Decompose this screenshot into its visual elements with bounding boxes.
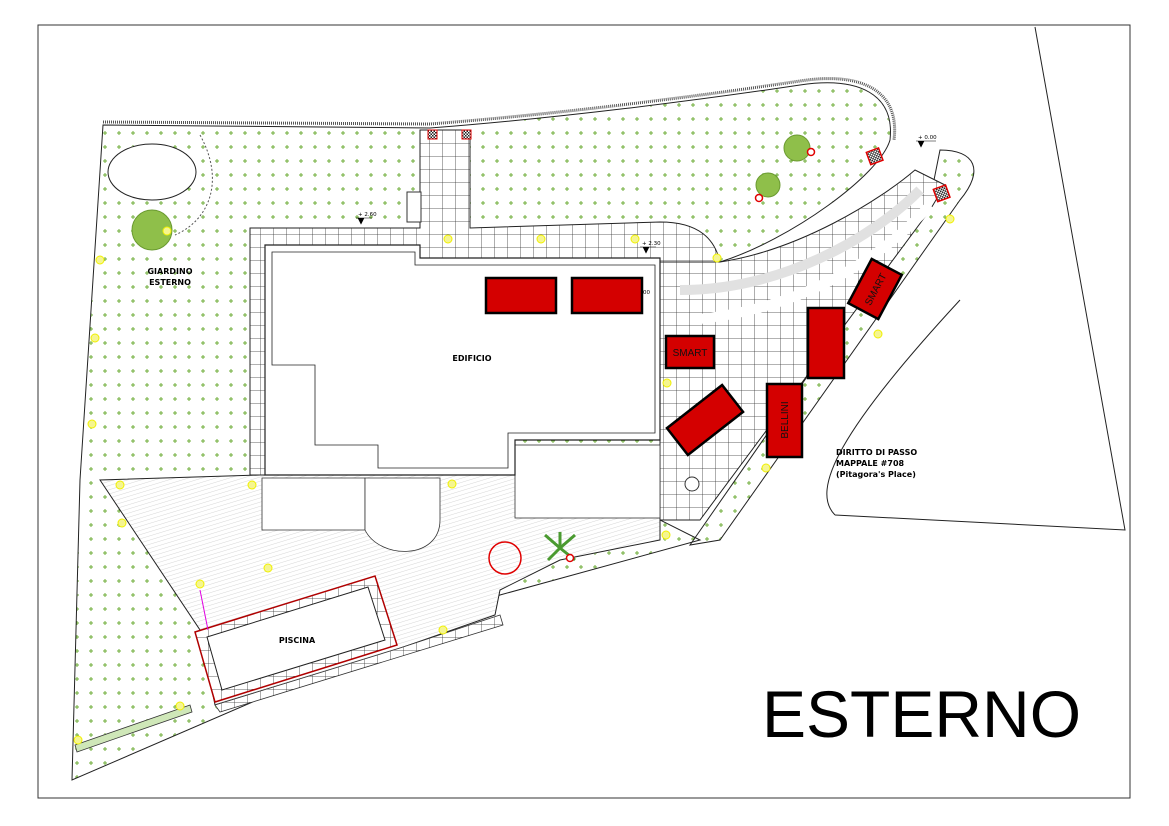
terrace-left <box>261 477 366 531</box>
tree-icon <box>783 134 811 162</box>
lamp-icon <box>247 480 257 490</box>
tree-icon <box>131 209 173 251</box>
car-label: SMART <box>673 348 708 359</box>
car-smart-1[interactable]: SMART <box>664 334 716 370</box>
mailbox-icon <box>684 476 700 492</box>
drawing-frame <box>37 24 1131 799</box>
bench <box>406 191 422 223</box>
gate-pillar <box>932 184 951 203</box>
gate-pillar <box>865 147 884 166</box>
lamp-icon <box>87 419 97 429</box>
lamp-icon <box>447 479 457 489</box>
car-smart-2[interactable]: SMART <box>846 257 904 321</box>
car-4[interactable] <box>665 383 745 457</box>
lamp-icon <box>117 518 127 528</box>
terrace-round <box>364 477 441 552</box>
car-bellini[interactable]: BELLINI <box>765 382 804 459</box>
svg-text:+ 2.30: + 2.30 <box>642 241 661 247</box>
pond-path <box>174 134 213 236</box>
lamp-icon <box>263 563 273 573</box>
car-label: BELLINI <box>780 401 791 438</box>
svg-text:+ 2.60: + 2.60 <box>358 212 377 218</box>
pool[interactable] <box>206 586 386 691</box>
top-wall <box>102 77 897 141</box>
lamp-icon <box>873 329 883 339</box>
lamp-icon <box>443 234 453 244</box>
lamp-icon <box>536 234 546 244</box>
lamp-icon <box>945 214 955 224</box>
driveway-curve-1 <box>679 186 924 295</box>
level-marker-partial: 00 <box>643 290 650 296</box>
lamp-icon <box>662 378 672 388</box>
level-marker: + 2.60 <box>356 212 377 225</box>
lamp-icon <box>175 701 185 711</box>
gate-pillar <box>427 129 438 140</box>
lamp-icon <box>438 625 448 635</box>
building[interactable] <box>264 244 661 476</box>
lamp-icon <box>90 333 100 343</box>
svg-text:+ 0.00: + 0.00 <box>918 135 937 141</box>
lamp-icon <box>73 735 83 745</box>
palm-icon <box>544 532 576 562</box>
lamp-icon <box>162 226 172 236</box>
red-marker-icon <box>754 193 764 203</box>
lamp-icon <box>661 530 671 540</box>
car-6[interactable] <box>806 306 846 380</box>
lamps <box>73 214 955 745</box>
red-marker-icon <box>565 553 575 563</box>
lamp-icon <box>95 255 105 265</box>
right-of-way-line1: DIRITTO DI PASSO <box>836 448 917 457</box>
pond <box>107 143 197 201</box>
garden-label-line2: ESTERNO <box>149 278 191 287</box>
level-marker: + 2.30 <box>640 241 661 254</box>
terrace-right <box>514 444 661 519</box>
hedge-strip <box>74 704 193 753</box>
car-2[interactable] <box>570 276 644 315</box>
tree-icon <box>755 172 781 198</box>
lamp-icon <box>195 579 205 589</box>
fountain-circle <box>488 541 522 575</box>
lamp-icon <box>115 480 125 490</box>
level-marker: + 0.00 <box>916 135 937 148</box>
pool-label: PISCINA <box>279 636 316 645</box>
lamp-icon <box>630 234 640 244</box>
garden-label-line1: GIARDINO <box>147 267 192 276</box>
property-line-right <box>834 26 1126 531</box>
building-inner-outline <box>271 251 656 469</box>
gate-pillar <box>461 129 472 140</box>
driveway-curve-2 <box>689 201 934 325</box>
car-1[interactable] <box>484 276 558 315</box>
right-of-way-line3: (Pitagora's Place) <box>836 470 916 479</box>
property-line-curve <box>826 299 961 516</box>
building-label: EDIFICIO <box>452 354 491 363</box>
lamp-icon <box>761 463 771 473</box>
lamp-icon <box>712 253 722 263</box>
ramp-line <box>199 589 209 631</box>
driveway-curve-1-edge <box>679 186 924 295</box>
red-marker-icon <box>806 147 816 157</box>
drawing-title: ESTERNO <box>762 677 1081 751</box>
pool-tile-band <box>214 614 504 713</box>
right-of-way-line2: MAPPALE #708 <box>836 459 905 468</box>
